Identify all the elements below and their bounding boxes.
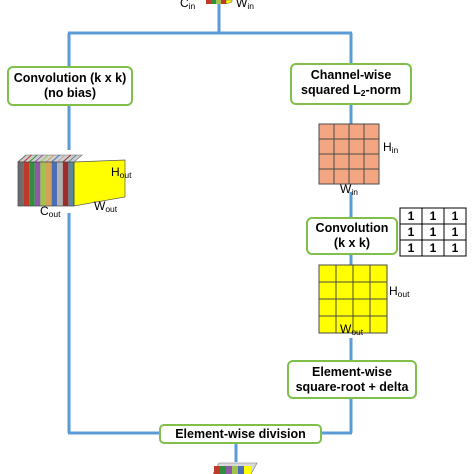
grid-cell bbox=[318, 281, 337, 300]
kernel-value: 1 bbox=[408, 241, 415, 255]
grid-cell bbox=[369, 298, 388, 317]
tensor-channel-slice bbox=[23, 162, 30, 206]
tensor-front-outline bbox=[17, 161, 75, 207]
kernel-matrix: 1 1 1 1 1 1 1 1 1 bbox=[399, 207, 467, 257]
tensor-slice-edge bbox=[17, 154, 27, 163]
tensor-channel-slice bbox=[40, 162, 46, 206]
output-tensor-left bbox=[17, 154, 126, 207]
tensor-channel-slice bbox=[34, 162, 41, 206]
output-grid-width-label: Wout bbox=[340, 322, 364, 337]
sqrt-delta-line2: square-root + delta bbox=[295, 379, 409, 394]
kernel-value: 1 bbox=[408, 209, 415, 223]
input-grid-width-label: Win bbox=[340, 182, 358, 197]
kernel-value: 1 bbox=[430, 209, 437, 223]
division-label: Element-wise division bbox=[175, 426, 306, 441]
tensor-channel-slice bbox=[29, 162, 35, 206]
tensor-channel-slice bbox=[62, 162, 69, 206]
grid-cell bbox=[352, 264, 371, 283]
grid-cell bbox=[348, 153, 365, 170]
tensor-slice-edge bbox=[28, 154, 38, 163]
tensor-slice-edge bbox=[23, 154, 32, 163]
grid-cell bbox=[352, 281, 371, 300]
kernel-value: 1 bbox=[452, 225, 459, 239]
sqrt-delta-box: Element-wise square-root + delta bbox=[287, 360, 417, 399]
channel-norm-line1: Channel-wise bbox=[310, 67, 392, 82]
output-grid bbox=[318, 264, 388, 334]
grid-cell bbox=[363, 138, 380, 155]
grid-cell bbox=[318, 138, 335, 155]
kernel-cell bbox=[443, 239, 467, 257]
grid-cell bbox=[335, 298, 354, 317]
grid-cell bbox=[363, 153, 380, 170]
kernel-value: 1 bbox=[430, 241, 437, 255]
input-width-label: Win bbox=[236, 0, 254, 11]
left-tensor-width-label: Wout bbox=[94, 199, 118, 214]
kernel-value: 1 bbox=[452, 209, 459, 223]
kernel-value: 1 bbox=[452, 241, 459, 255]
tensor-slice-edge bbox=[68, 154, 77, 163]
grid-cell bbox=[363, 168, 380, 185]
tensor-channel-slice bbox=[51, 162, 58, 206]
tensor-slice-edge bbox=[62, 154, 72, 163]
division-box: Element-wise division bbox=[159, 424, 322, 444]
input-grid bbox=[318, 123, 380, 185]
tensor-slice-edge bbox=[34, 154, 44, 163]
output-grid-height-label: Hout bbox=[389, 284, 410, 299]
grid-cell bbox=[333, 123, 350, 140]
input-channels-label: Cin bbox=[180, 0, 196, 11]
grid-cell bbox=[333, 153, 350, 170]
grid-cell bbox=[318, 168, 335, 185]
kernel-value: 1 bbox=[408, 225, 415, 239]
tensor-channel-slice bbox=[57, 162, 63, 206]
conv-no-bias-line1: Convolution (k x k) bbox=[13, 71, 127, 85]
grid-cell bbox=[318, 153, 335, 170]
grid-cell bbox=[318, 123, 335, 140]
output-tensor-bottom bbox=[212, 462, 258, 474]
grid-cell bbox=[363, 123, 380, 140]
grid-cell bbox=[369, 281, 388, 300]
tensor-slice-edge bbox=[45, 154, 55, 163]
grid-cell bbox=[335, 281, 354, 300]
tensor-slice-edge bbox=[56, 154, 66, 163]
grid-cell bbox=[335, 264, 354, 283]
grid-cell bbox=[333, 138, 350, 155]
conv-kxk-line1: Convolution bbox=[315, 221, 389, 235]
sqrt-delta-line1: Element-wise bbox=[312, 364, 392, 379]
connector-lines bbox=[67, 0, 353, 462]
conv-no-bias-box: Convolution (k x k) (no bias) bbox=[7, 66, 133, 106]
grid-cell bbox=[369, 264, 388, 283]
conv-no-bias-line2: (no bias) bbox=[43, 86, 97, 100]
conv-kxk-box: Convolution (k x k) bbox=[306, 217, 398, 255]
channel-norm-box: Channel-wise squared L2-norm bbox=[290, 63, 412, 105]
left-tensor-channels-label: Cout bbox=[40, 204, 61, 219]
tensor-channel-slice bbox=[18, 162, 24, 206]
kernel-value: 1 bbox=[430, 225, 437, 239]
input-grid-height-label: Hin bbox=[383, 140, 399, 155]
input-tensor-top bbox=[206, 0, 233, 5]
grid-cell bbox=[348, 123, 365, 140]
tensor-slice-edge bbox=[40, 154, 49, 163]
grid-cell bbox=[352, 298, 371, 317]
tensor-channel-slice bbox=[68, 162, 74, 206]
grid-cell bbox=[369, 315, 388, 334]
grid-cell bbox=[318, 264, 337, 283]
tensor-channel-slice bbox=[46, 162, 52, 206]
conv-kxk-line2: (k x k) bbox=[333, 236, 371, 250]
left-tensor-height-label: Hout bbox=[111, 165, 132, 180]
grid-cell bbox=[318, 315, 337, 334]
tensor-slice-edge bbox=[51, 154, 60, 163]
grid-cell bbox=[348, 138, 365, 155]
channel-norm-line2: squared L2-norm bbox=[301, 82, 401, 98]
grid-cell bbox=[318, 298, 337, 317]
